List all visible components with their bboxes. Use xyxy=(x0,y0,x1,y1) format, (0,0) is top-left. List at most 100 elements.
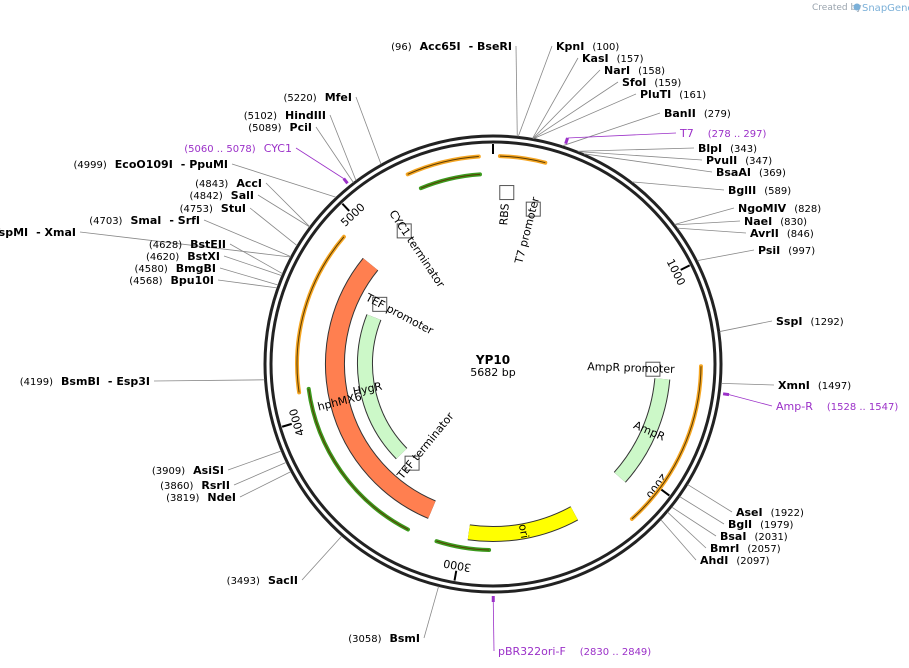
site-position: (4703) xyxy=(89,216,122,227)
site-position: (369) xyxy=(759,168,786,179)
primer-name: Amp-R xyxy=(776,400,813,413)
feature-marker xyxy=(499,185,515,201)
site-name: BanII xyxy=(664,107,696,120)
site-leader-line xyxy=(257,194,310,228)
tick-mark xyxy=(660,488,670,497)
orange-track-right-core xyxy=(631,366,702,520)
site-position: (4580) xyxy=(135,264,168,275)
primer-leader xyxy=(728,394,773,407)
feature-label: AmpR promoter xyxy=(587,360,675,376)
primer-label: Amp-R(1528 .. 1547) xyxy=(776,400,898,413)
site-position: (589) xyxy=(764,186,791,197)
site-name: SacII xyxy=(268,574,298,587)
restriction-site-label: BsaI(2031) xyxy=(720,530,788,543)
restriction-site-label: (4703) SmaI - SrfI xyxy=(89,214,200,227)
site-leader-line xyxy=(239,471,292,498)
site-name: AhdI xyxy=(700,554,728,567)
site-leader-line xyxy=(660,519,697,561)
tick-mark xyxy=(341,202,350,212)
site-position: (830) xyxy=(780,217,807,228)
site-name: NarI xyxy=(604,64,630,77)
site-leader-line xyxy=(223,255,282,276)
snapgene-logo-icon xyxy=(853,3,861,11)
site-leader-line xyxy=(532,57,579,139)
site-position: (4843) xyxy=(195,179,228,190)
backbone-inner-ring xyxy=(269,140,717,588)
site-position: (3819) xyxy=(166,493,199,504)
restriction-site-label: SspI (1292) xyxy=(776,315,844,328)
site-leader-line xyxy=(533,93,637,139)
site-name: BstEII xyxy=(190,238,226,251)
site-position: (5102) xyxy=(244,111,277,122)
site-position: (2031) xyxy=(754,532,787,543)
primer-range: (278 .. 297) xyxy=(708,129,767,140)
feature-arc xyxy=(614,378,670,482)
site-position: (5089) xyxy=(248,123,281,134)
site-position: (2057) xyxy=(747,544,780,555)
site-name: BmgBI xyxy=(176,262,216,275)
backbone xyxy=(263,134,723,594)
restriction-site-label: KpnI (100) xyxy=(556,40,619,53)
primer-range: (5060 .. 5078) xyxy=(184,144,256,155)
site-leader-line xyxy=(697,249,755,262)
site-name: SmaI xyxy=(130,214,161,227)
primers: T7(278 .. 297)Amp-R(1528 .. 1547)pBR322o… xyxy=(184,127,898,658)
site-name: RsrII xyxy=(201,479,230,492)
feature-label: T7 promoter xyxy=(512,195,542,266)
site-leaders xyxy=(79,45,775,639)
site-leader-line xyxy=(674,220,741,226)
site-leader-line xyxy=(562,112,661,147)
site-leader-line xyxy=(217,279,278,289)
site-position: (1497) xyxy=(818,381,851,392)
feature-marker xyxy=(396,223,412,239)
site-name: BmrI xyxy=(710,542,739,555)
restriction-site-label: BanII(279) xyxy=(664,107,731,120)
site-position: (1292) xyxy=(810,317,843,328)
restriction-site-label: BglI(1979) xyxy=(728,518,793,531)
site-position: (3058) xyxy=(348,634,381,645)
site-alt-name: - SrfI xyxy=(169,214,200,227)
primer-range: (2830 .. 2849) xyxy=(580,647,652,658)
site-alt-name: - BseRI xyxy=(469,40,512,53)
site-leader-line xyxy=(231,163,337,198)
site-position: (343) xyxy=(730,144,757,155)
site-position: (2097) xyxy=(736,556,769,567)
feature-marker xyxy=(525,201,541,217)
restriction-site-label: (4843) AccI xyxy=(195,177,262,190)
site-name: BstXI xyxy=(187,250,220,263)
site-name: BsmI xyxy=(390,632,421,645)
snapgene-brand-text: SnapGene xyxy=(862,3,909,14)
site-name: BglI xyxy=(728,518,752,531)
site-position: (4199) xyxy=(20,377,53,388)
site-leader-line xyxy=(265,182,311,227)
site-leader-line xyxy=(229,243,283,275)
site-leader-line xyxy=(219,267,279,286)
site-position: (4620) xyxy=(146,252,179,263)
restriction-site-label: (3058) BsmI xyxy=(348,632,420,645)
primer-name: T7 xyxy=(679,127,694,140)
restriction-site-label: (3819)NdeI xyxy=(166,491,236,504)
site-position: (157) xyxy=(617,54,644,65)
site-position: (997) xyxy=(788,246,815,257)
site-name: KpnI xyxy=(556,40,584,53)
site-position: (100) xyxy=(592,42,619,53)
site-position: (4568) xyxy=(129,276,162,287)
feature-label: HygR xyxy=(352,380,384,399)
restriction-site-label: (4199)BsmBI- Esp3I xyxy=(20,375,150,388)
site-name: EcoO109I xyxy=(115,158,173,171)
site-name: SspI xyxy=(776,315,802,328)
site-name: AccI xyxy=(236,177,262,190)
restriction-site-label: BglII(589) xyxy=(728,184,791,197)
site-position: (159) xyxy=(654,78,681,89)
feature-label: RBS xyxy=(497,203,512,226)
site-position: (347) xyxy=(745,156,772,167)
tick-mark xyxy=(453,570,458,581)
site-leader-line xyxy=(687,484,733,513)
site-name: Acc65I xyxy=(420,40,461,53)
restriction-site-label: NaeI(830) xyxy=(744,215,807,228)
site-name: NgoMIV xyxy=(738,202,787,215)
restriction-site-label: AvrII(846) xyxy=(750,227,814,240)
restriction-site-label: PluTI(161) xyxy=(640,88,706,101)
site-name: PvuII xyxy=(706,154,737,167)
